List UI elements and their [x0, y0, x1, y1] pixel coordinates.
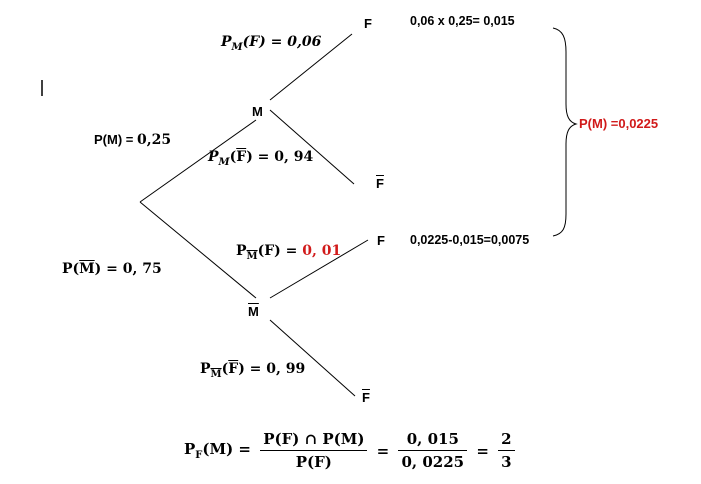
right-curly-brace [552, 27, 578, 237]
label-pm-fbar-open: ( [229, 149, 237, 165]
calc-top: 0,06 x 0,25= 0,015 [410, 14, 515, 28]
label-pm-f: PM(F) = 0,06 [221, 34, 321, 53]
calc-total: P(M) =0,0225 [579, 116, 659, 131]
label-pmbar-f-p: P [236, 243, 247, 259]
formula-num-2: 0, 015 [398, 430, 468, 451]
branch-root-to-m [139, 119, 257, 203]
formula-fraction-1: P(F) ∩ P(M) P(F) [260, 430, 368, 471]
label-pm-fbar-sub: M [218, 156, 230, 168]
label-pmbar-fbar-close: ) = 0, 99 [238, 361, 306, 377]
calc-second: 0,0225-0,015=0,0075 [410, 233, 530, 247]
label-pmbar-fbar-p: P [200, 361, 211, 377]
formula-lhs-sub: F [195, 450, 203, 461]
label-p-m-bar-m: M [79, 261, 95, 277]
label-pmbar-f-rest: (F) = [257, 243, 303, 259]
node-f-bar-mid: F [376, 176, 384, 191]
branch-m-bar-to-f [269, 239, 369, 299]
label-pm-f-sub: M [231, 41, 243, 53]
label-pm-fbar-p: P [208, 149, 219, 165]
label-p-m: P(M) = 0,25 [94, 131, 171, 149]
formula-num-3: 2 [498, 430, 515, 451]
label-pmbar-fbar-open: ( [221, 361, 229, 377]
label-pm-f-rest: (F) = 0,06 [242, 34, 322, 50]
formula-num-1: P(F) ∩ P(M) [260, 430, 368, 451]
node-m-bar: M [248, 304, 259, 319]
formula-den-3: 3 [501, 453, 512, 471]
label-p-m-bar: P(M) = 0, 75 [62, 261, 162, 277]
formula-fraction-2: 0, 015 0, 0225 [398, 430, 468, 471]
branch-root-to-m-bar [139, 201, 257, 299]
label-p-m-value: 0,25 [137, 132, 172, 148]
formula-lhs-p: P [184, 440, 196, 458]
label-p-m-eq: = [122, 132, 137, 147]
formula-lhs-rest: (M) = [202, 440, 251, 458]
label-pmbar-fbar-f: F [228, 361, 239, 377]
label-p-m-name: P(M) [94, 132, 123, 147]
formula-den-1: P(F) [295, 453, 332, 471]
node-m: M [252, 104, 263, 119]
node-f-bar-bottom: F [362, 390, 370, 405]
label-p-m-bar-eq: = 0, 75 [106, 261, 162, 277]
label-pm-fbar-f: F [236, 149, 247, 165]
label-p-m-bar-p: P [62, 261, 73, 277]
branch-m-to-f-bar [269, 109, 355, 185]
node-f-bar-mid-text: F [376, 176, 384, 191]
label-pmbar-f: PM(F) = 0, 01 [236, 243, 341, 262]
branch-m-to-f [269, 33, 353, 101]
node-f-bar-bottom-text: F [362, 390, 370, 405]
node-f-second: F [377, 233, 385, 248]
formula-eq-3: = [476, 441, 489, 460]
formula-eq-2: = [376, 441, 390, 460]
label-pmbar-f-value: 0, 01 [302, 243, 342, 259]
label-pm-fbar-close: ) = 0, 94 [246, 149, 314, 165]
node-m-bar-text: M [248, 304, 259, 319]
label-pmbar-f-sub: M [246, 250, 258, 262]
label-pmbar-fbar-sub: M [210, 368, 222, 380]
label-pmbar-fbar: PM(F) = 0, 99 [200, 361, 305, 380]
node-f-top: F [364, 16, 372, 31]
branch-m-bar-to-f-bar [269, 319, 356, 397]
label-pm-fbar: PM(F) = 0, 94 [208, 149, 313, 168]
formula-den-2: 0, 0225 [401, 453, 465, 471]
label-pm-f-p: P [221, 34, 232, 50]
formula-lhs: PF(M) = [180, 440, 255, 461]
